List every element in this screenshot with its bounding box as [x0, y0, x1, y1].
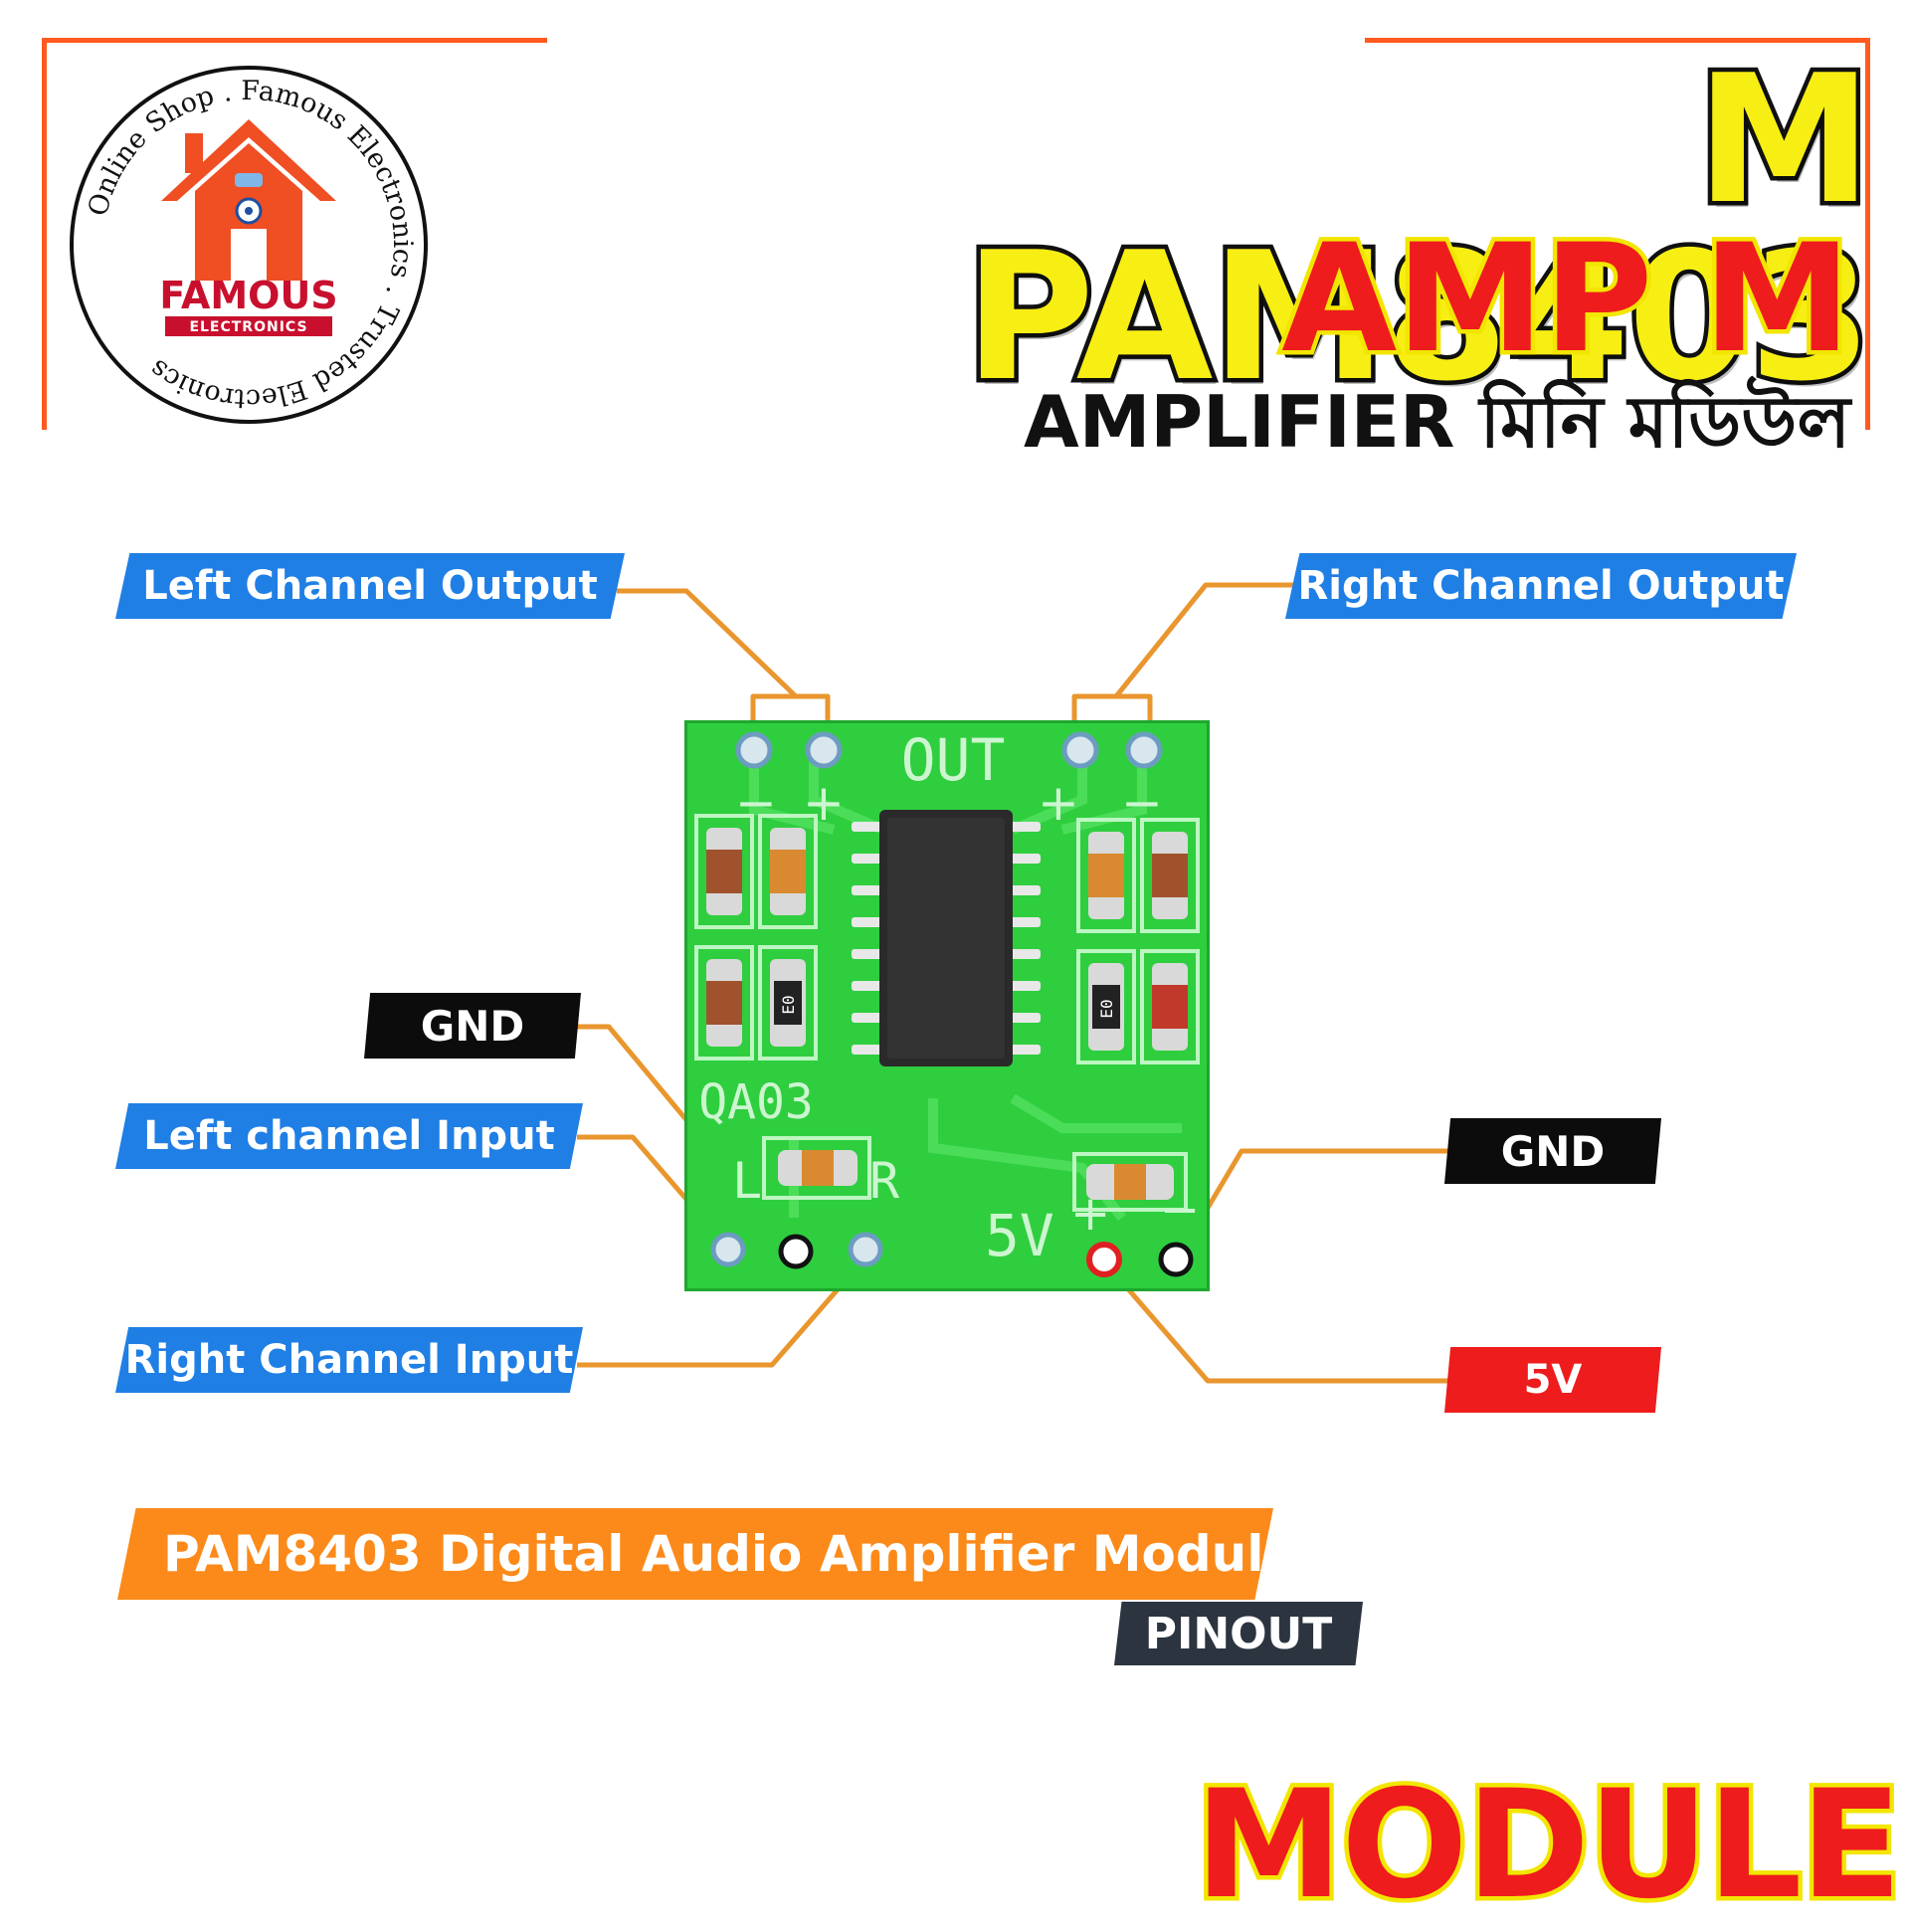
house-icon [161, 119, 336, 281]
board-minus-power: − [1160, 1182, 1200, 1238]
board-minus-1: − [735, 774, 777, 832]
board-r-label: R [869, 1152, 900, 1210]
label-right-channel-output: Right Channel Output [1285, 553, 1797, 619]
board-model-label: QA03 [698, 1074, 814, 1130]
board-plus-2: + [1038, 774, 1079, 832]
frame-line-right [1865, 38, 1870, 430]
label-gnd-right: GND [1444, 1118, 1661, 1184]
footer-module-text: MODULE [1190, 1759, 1906, 1932]
board-l-label: L [732, 1152, 762, 1210]
leader-gnd-right [1173, 1148, 1452, 1263]
frame-line-top-right [1365, 38, 1870, 43]
board-out-label: OUT [901, 726, 1006, 794]
leader-right-output [1114, 582, 1293, 698]
title-line-1: M PAM8403 [960, 37, 1876, 420]
bottom-resistors [762, 1136, 1188, 1212]
board-plus-power: + [1070, 1186, 1110, 1242]
title-line-3: AMPLIFIER মিনি মডিউল [1024, 380, 1850, 464]
leader-power [1102, 1259, 1452, 1384]
logo-brand-sub: ELECTRONICS [189, 319, 307, 335]
label-left-channel-input: Left channel Input [115, 1103, 583, 1169]
cap-code-1: E0 [779, 995, 798, 1014]
label-power-5v: 5V [1444, 1347, 1661, 1413]
module-banner: PAM8403 Digital Audio Amplifier Module [117, 1508, 1273, 1600]
leader-right-input [577, 1256, 867, 1368]
board-5v-label: 5V [985, 1202, 1054, 1269]
leader-left-output [617, 588, 798, 698]
logo-brand-text: FAMOUS [159, 274, 337, 317]
input-pads [710, 1232, 1194, 1277]
cap-code-2: E0 [1097, 999, 1116, 1018]
label-left-channel-output: Left Channel Output [115, 553, 625, 619]
label-right-channel-input: Right Channel Input [115, 1327, 583, 1393]
ic-chip [852, 810, 1041, 1066]
board-plus-1: + [803, 774, 845, 832]
pinout-tag: PINOUT [1114, 1602, 1363, 1665]
brand-logo: Online Shop . Famous Electronics . Trust… [70, 66, 428, 424]
title-line-2: AMP M [1277, 213, 1856, 386]
label-gnd-left: GND [364, 993, 581, 1059]
pam8403-board: OUT − + + − [684, 720, 1210, 1291]
out-pads [735, 731, 1163, 769]
frame-line-top-left [42, 38, 547, 43]
smd-components: E0 E0 [694, 814, 1200, 1064]
frame-line-left [42, 38, 47, 430]
